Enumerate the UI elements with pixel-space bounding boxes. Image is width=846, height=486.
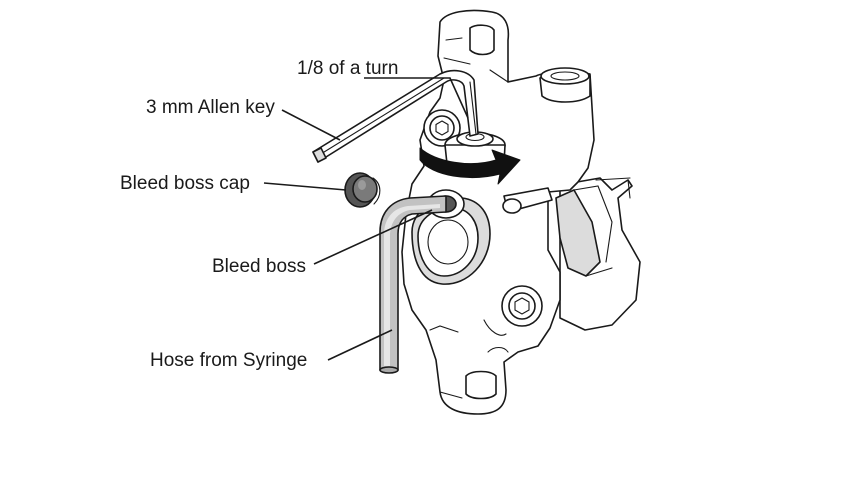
pad-pin [502,177,631,214]
leader-hose [327,329,393,361]
leader-allen-key [281,109,341,141]
label-bleed-boss-cap: Bleed boss cap [120,173,250,194]
rotation-arrow-icon [419,147,521,185]
upper-mount-slot [469,24,495,56]
label-turn: 1/8 of a turn [297,58,398,79]
label-bleed-boss: Bleed boss [212,256,306,277]
syringe-hose [379,195,447,374]
leader-turn [364,77,469,119]
lower-mount-slot [465,370,497,400]
label-hose: Hose from Syringe [150,350,307,371]
brake-caliper [401,9,641,415]
lower-fixing-bolt [501,285,543,327]
label-allen-key: 3 mm Allen key [146,97,275,118]
leader-lines [263,77,469,361]
leader-bleed-boss [313,209,433,265]
caliper-pad-area [555,177,641,331]
leader-bleed-boss-cap [263,182,347,191]
top-fitting [539,67,591,103]
bleed-boss-cap [344,172,381,208]
allen-key [312,69,479,163]
